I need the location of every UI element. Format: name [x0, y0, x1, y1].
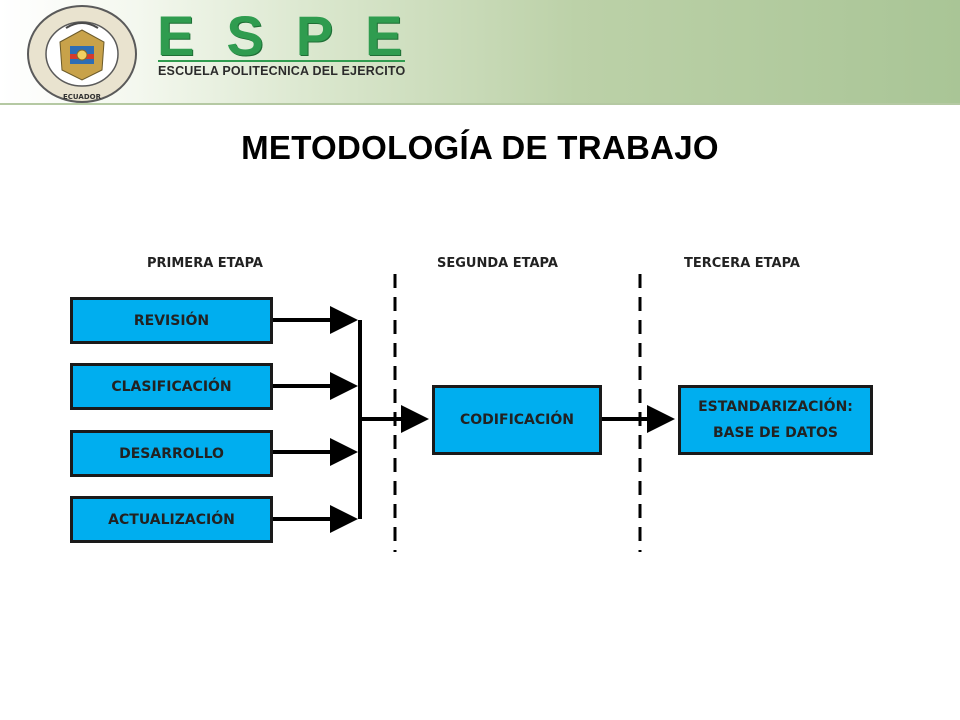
box-estandarizacion-line1: ESTANDARIZACIÓN:: [698, 399, 853, 415]
box-estandarizacion: ESTANDARIZACIÓN: BASE DE DATOS: [678, 385, 873, 455]
stage-label-tercera: TERCERA ETAPA: [684, 256, 800, 271]
box-codificacion: CODIFICACIÓN: [432, 385, 602, 455]
brand-subtitle: ESCUELA POLITECNICA DEL EJERCITO: [158, 60, 406, 78]
box-codificacion-label: CODIFICACIÓN: [460, 412, 574, 428]
brand-logo-text: ESPE: [157, 4, 435, 67]
stage-label-segunda: SEGUNDA ETAPA: [437, 256, 558, 271]
box-clasificacion: CLASIFICACIÓN: [70, 363, 273, 410]
box-estandarizacion-line2: BASE DE DATOS: [713, 425, 838, 441]
box-revision-label: REVISIÓN: [133, 312, 210, 329]
box-clasificacion-label: CLASIFICACIÓN: [111, 378, 232, 395]
stage-label-primera: PRIMERA ETAPA: [147, 256, 263, 271]
box-actualizacion: ACTUALIZACIÓN: [70, 496, 273, 543]
box-revision: REVISIÓN: [70, 297, 273, 344]
page-title: METODOLOGÍA DE TRABAJO: [241, 129, 719, 166]
espe-seal-logo: ECUADOR: [27, 5, 137, 103]
seal-bottom-text: ECUADOR: [63, 93, 102, 101]
box-actualizacion-label: ACTUALIZACIÓN: [108, 511, 235, 528]
box-desarrollo: DESARROLLO: [70, 430, 273, 477]
box-desarrollo-label: DESARROLLO: [119, 445, 224, 462]
header-banner: ECUADOR ESPE ESCUELA POLITECNICA DEL EJE…: [0, 0, 960, 105]
